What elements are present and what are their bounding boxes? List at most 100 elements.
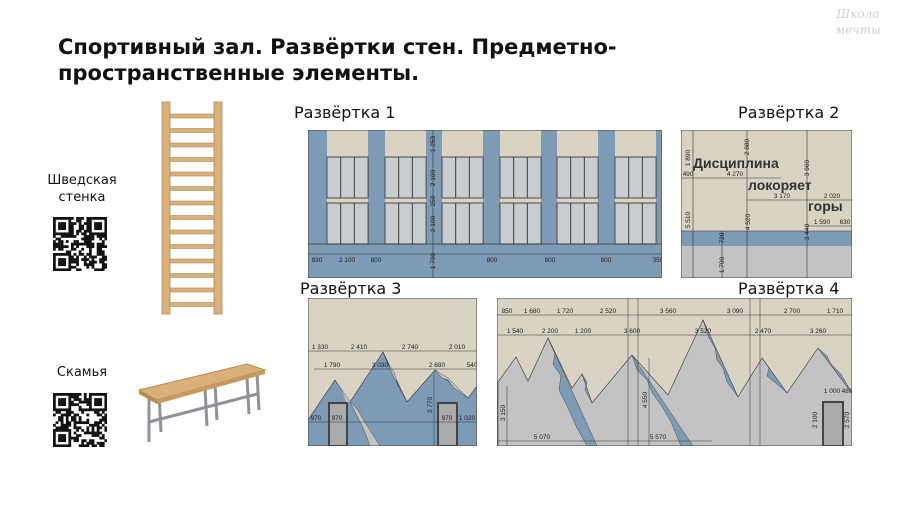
dimension-label: 2 470 bbox=[755, 328, 772, 335]
dimension-label: 1 330 bbox=[312, 344, 329, 351]
bench-label: Скамья bbox=[56, 365, 108, 380]
dimension-label: 2 100 bbox=[339, 257, 356, 264]
dimension-label: 1 790 bbox=[324, 362, 341, 369]
window-bay bbox=[614, 130, 657, 245]
ladder-rung bbox=[169, 244, 215, 249]
dimension-label: 5 510 bbox=[685, 211, 692, 228]
ladder-rung bbox=[169, 215, 215, 220]
unfold-3-label: Развёртка 3 bbox=[300, 279, 402, 298]
logo-line-1: Школа bbox=[836, 7, 880, 21]
logo-line-2: мечты bbox=[835, 23, 881, 37]
dimension-label: 2 700 bbox=[784, 308, 801, 315]
dimension-label: 1 000 bbox=[824, 388, 841, 395]
slogan-word-1: Дисциплина bbox=[693, 155, 779, 171]
dimension-label: 350 bbox=[653, 257, 662, 264]
dimension-label: 930 bbox=[312, 257, 323, 264]
dimension-label: 2 200 bbox=[542, 328, 559, 335]
ladder-rung bbox=[169, 302, 215, 307]
dimension-label: 2 020 bbox=[824, 193, 841, 200]
bench-image bbox=[137, 363, 267, 442]
qr-code-bench[interactable] bbox=[53, 393, 107, 447]
ladder-rung bbox=[169, 258, 215, 264]
dimension-label: 1 200 bbox=[575, 328, 592, 335]
unfold-1-drawing[interactable]: 1 250 2 100 250 2 100 1 700 930 2 100 800 800 800… bbox=[308, 130, 662, 278]
dimension-label: 1 590 bbox=[814, 219, 831, 226]
dimension-label: 250 bbox=[430, 195, 437, 206]
dimension-label: 540 bbox=[467, 362, 477, 369]
dimension-label: 3 560 bbox=[660, 308, 677, 315]
unfold-4-drawing[interactable]: 850 1 680 1 720 2 520 3 560 3 090 2 700 1 710 1 … bbox=[497, 298, 852, 446]
dimension-label: 1 710 bbox=[827, 308, 844, 315]
dimension-label: 4 520 bbox=[745, 213, 752, 230]
dimension-label: 800 bbox=[371, 257, 382, 264]
ladder-rung bbox=[169, 113, 215, 119]
ladder-rung bbox=[169, 142, 215, 148]
unfold-4-label: Развёртка 4 bbox=[738, 279, 840, 298]
ladder-rung bbox=[169, 157, 215, 162]
dimension-label: 490 bbox=[683, 171, 694, 178]
ladder-rung bbox=[169, 128, 215, 133]
swedish-wall-label: Шведская стенка bbox=[47, 173, 117, 205]
dimension-label: 2 410 bbox=[351, 344, 368, 351]
dimension-label: 1 890 bbox=[685, 149, 692, 166]
dimension-label: 3 090 bbox=[727, 308, 744, 315]
window-bay bbox=[441, 130, 484, 245]
dimension-label: 2 100 bbox=[430, 215, 437, 232]
unfold-2-label: Развёртка 2 bbox=[738, 103, 840, 122]
dimension-label: 3 960 bbox=[804, 159, 811, 176]
dimension-label: 720 bbox=[719, 232, 726, 243]
dimension-label: 5 070 bbox=[534, 434, 551, 441]
dimension-label: 2 570 bbox=[844, 411, 851, 428]
dimension-label: 480 bbox=[842, 388, 852, 395]
ladder-rung bbox=[169, 273, 215, 278]
dimension-label: 4 270 bbox=[727, 171, 744, 178]
dimension-label: 2 010 bbox=[449, 344, 466, 351]
dimension-label: 2 740 bbox=[402, 344, 419, 351]
dimension-label: 4 550 bbox=[642, 391, 649, 408]
dimension-label: 3 440 bbox=[804, 223, 811, 240]
dimension-label: 2 520 bbox=[600, 308, 617, 315]
dimension-label: 3 600 bbox=[624, 328, 641, 335]
dimension-label: 5 570 bbox=[650, 434, 667, 441]
dimension-label: 800 bbox=[545, 257, 556, 264]
ladder-rung bbox=[169, 287, 215, 293]
dimension-label: 630 bbox=[840, 219, 851, 226]
dimension-label: 3 770 bbox=[427, 396, 434, 413]
ladder-rung bbox=[169, 200, 215, 206]
window-bay bbox=[326, 130, 369, 245]
swedish-wall-image bbox=[161, 101, 223, 315]
dimension-label: 1 700 bbox=[430, 252, 437, 269]
dimension-label: 1 720 bbox=[557, 308, 574, 315]
window-bay bbox=[499, 130, 542, 245]
qr-code-swedish-wall[interactable] bbox=[53, 217, 107, 271]
dimension-label: 970 bbox=[442, 415, 453, 422]
unfold-3-drawing[interactable]: 1 330 2 410 2 740 2 010 1 790 3 030 2 880 540 97… bbox=[308, 298, 477, 446]
dimension-label: 2 880 bbox=[744, 138, 751, 155]
dimension-label: 3 260 bbox=[810, 328, 827, 335]
dimension-label: 1 020 bbox=[459, 415, 476, 422]
dimension-label: 3 150 bbox=[500, 404, 507, 421]
slogan-word-2: локоряет bbox=[748, 177, 812, 193]
dimension-label: 1 250 bbox=[430, 135, 437, 152]
dimension-label: 1 540 bbox=[507, 328, 524, 335]
dimension-label: 1 680 bbox=[524, 308, 541, 315]
ladder-rung bbox=[169, 229, 215, 235]
unfold-2-drawing[interactable]: Дисциплина локоряет горы 1 890 2 880 3 960… bbox=[681, 130, 852, 278]
page-title: Спортивный зал. Развёртки стен. Предметн… bbox=[58, 35, 617, 85]
dimension-label: 2 880 bbox=[429, 362, 446, 369]
window-bay bbox=[384, 130, 427, 245]
unfold-1-label: Развёртка 1 bbox=[294, 103, 396, 122]
slogan-word-3: горы bbox=[808, 198, 843, 214]
dimension-label: 2 100 bbox=[430, 169, 437, 186]
dimension-label: 3 520 bbox=[695, 328, 712, 335]
dimension-label: 3 170 bbox=[774, 193, 791, 200]
window-bay bbox=[556, 130, 599, 245]
dimension-label: 800 bbox=[487, 257, 498, 264]
dimension-label: 800 bbox=[601, 257, 612, 264]
logo: Школа мечты bbox=[828, 6, 888, 38]
dimension-label: 850 bbox=[502, 308, 513, 315]
dimension-label: 3 030 bbox=[372, 362, 389, 369]
dimension-label: 1 700 bbox=[719, 256, 726, 273]
ladder-rung bbox=[169, 171, 215, 177]
ladder-rung bbox=[169, 186, 215, 191]
